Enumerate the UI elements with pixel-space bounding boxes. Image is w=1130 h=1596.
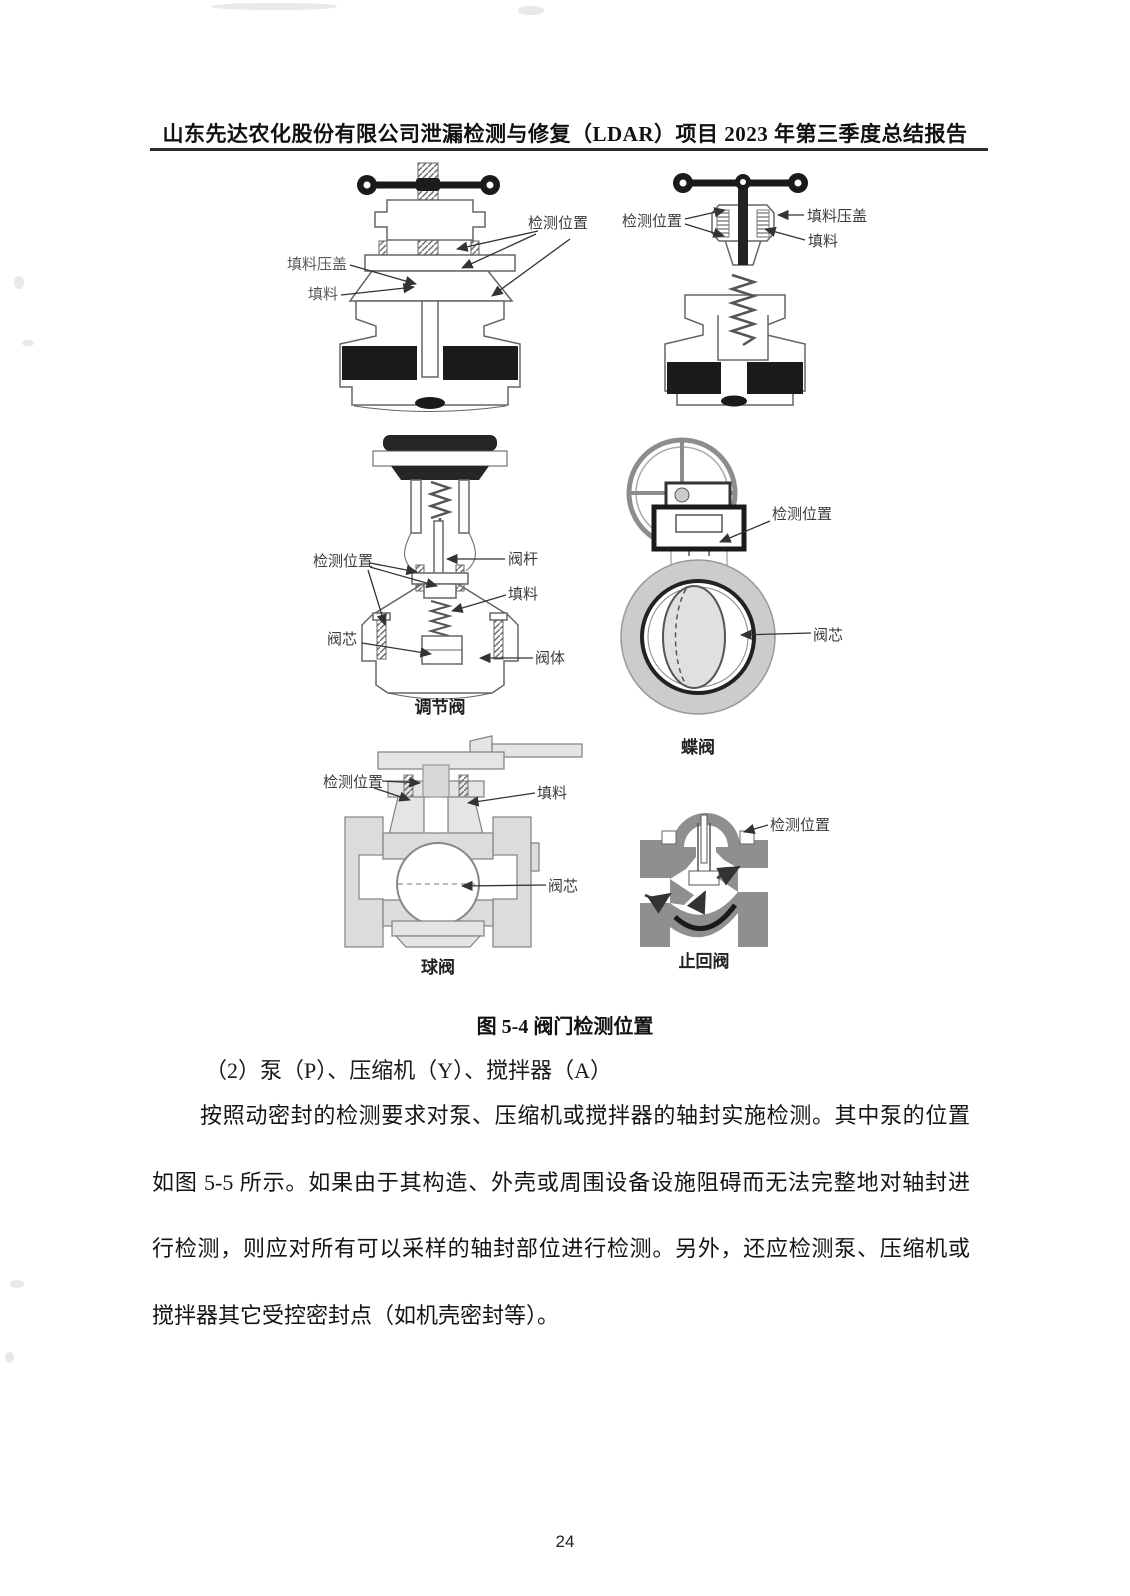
control-valve-diagram: 检测位置 阀杆 填料 阀芯 阀体 调节阀	[313, 435, 565, 717]
control-valve-packing-label: 填料	[508, 586, 538, 603]
ball-valve-detect-label: 检测位置	[323, 774, 383, 791]
globe-valve-diagram: 检测位置 填料压盖 填料	[622, 173, 867, 407]
globe-valve-gland-label: 填料压盖	[807, 208, 867, 225]
ball-valve-diagram: 检测位置 填料 阀芯 球阀	[323, 735, 583, 977]
butterfly-valve-caption: 蝶阀	[681, 737, 715, 757]
ball-valve-ball-label: 阀芯	[548, 878, 578, 895]
ball-valve-packing-label: 填料	[537, 785, 567, 802]
scan-artifact	[10, 1280, 24, 1288]
item-heading: （2）泵（P）、压缩机（Y）、搅拌器（A）	[205, 1058, 613, 1083]
butterfly-valve-disc-label: 阀芯	[813, 627, 843, 644]
check-valve-detect-label: 检测位置	[770, 817, 830, 834]
gate-valve-gland-label: 填料压盖	[287, 256, 347, 273]
control-valve-stem-label: 阀杆	[508, 551, 538, 568]
page-number: 24	[555, 1532, 575, 1551]
figure-caption: 图 5-4 阀门检测位置	[476, 1016, 654, 1038]
paragraph-line: 按照动密封的检测要求对泵、压缩机或搅拌器的轴封实施检测。其中泵的位置	[200, 1103, 970, 1128]
gate-valve-diagram: 检测位置 填料压盖 填料	[287, 162, 588, 412]
page-header-title: 山东先达农化股份有限公司泄漏检测与修复（LDAR）项目 2023 年第三季度总结…	[162, 122, 968, 146]
paragraph-line: 搅拌器其它受控密封点（如机壳密封等）。	[152, 1303, 560, 1328]
scan-artifact	[14, 276, 24, 289]
scan-artifact	[22, 340, 34, 346]
butterfly-valve-detect-label: 检测位置	[772, 506, 832, 523]
control-valve-plug-label: 阀芯	[327, 631, 357, 648]
check-valve-caption: 止回阀	[679, 951, 730, 971]
control-valve-caption: 调节阀	[415, 697, 466, 717]
valve-figure: 检测位置 填料压盖 填料 检测位置	[287, 162, 867, 977]
header-rule	[150, 148, 988, 151]
scan-artifact	[5, 1352, 14, 1363]
globe-valve-packing-label: 填料	[808, 233, 838, 250]
paragraph-line: 行检测，则应对所有可以采样的轴封部位进行检测。另外，还应检测泵、压缩机或	[152, 1236, 970, 1261]
control-valve-detect-label: 检测位置	[313, 553, 373, 570]
check-valve-diagram: 检测位置 止回阀	[640, 813, 830, 971]
scan-artifact	[518, 6, 544, 15]
gate-valve-packing-label: 填料	[308, 286, 338, 303]
scan-artifact	[212, 3, 337, 10]
control-valve-body-label: 阀体	[535, 650, 565, 667]
butterfly-valve-diagram: 检测位置 阀芯 蝶阀	[620, 437, 843, 757]
paragraph-line: 如图 5-5 所示。如果由于其构造、外壳或周围设备设施阻碍而无法完整地对轴封进	[152, 1170, 970, 1195]
gate-valve-detect-label: 检测位置	[528, 215, 588, 232]
ball-valve-caption: 球阀	[421, 957, 455, 977]
globe-valve-detect-label: 检测位置	[622, 213, 682, 230]
